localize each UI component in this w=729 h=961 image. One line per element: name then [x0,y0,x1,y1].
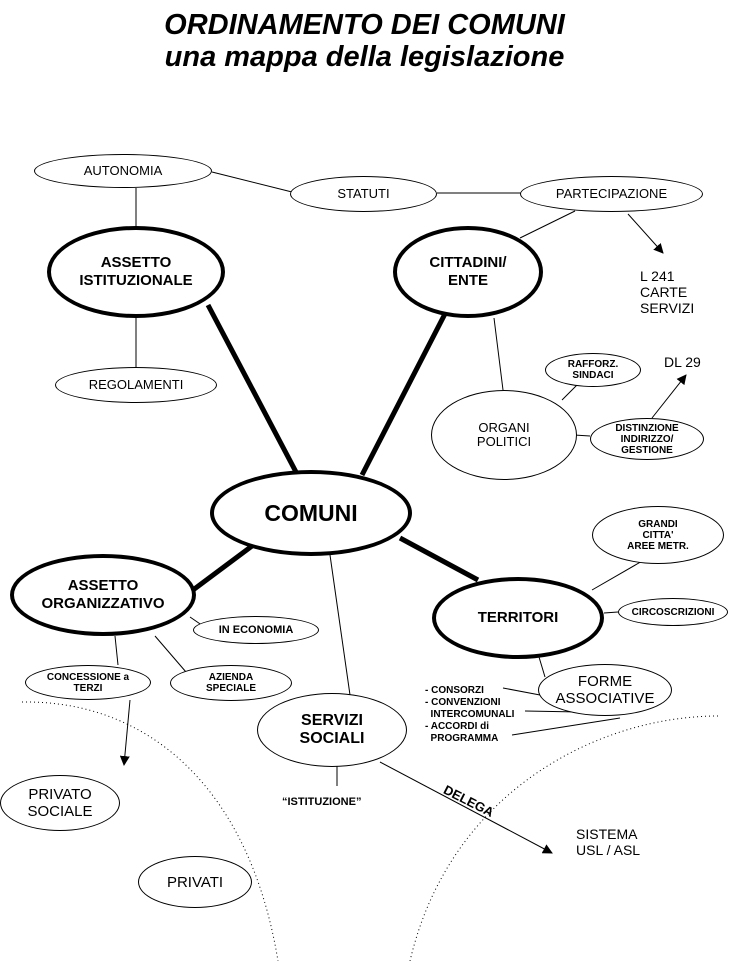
node-assetto-istituzionale: ASSETTO ISTITUZIONALE [47,226,225,318]
arrow-concessione-privato [119,699,131,766]
arrow-distinzione-dl29 [651,374,687,419]
label-istituzione: “ISTITUZIONE” [282,796,362,808]
line-autonomia-statuti [211,171,293,193]
node-territori: TERRITORI [432,577,604,659]
line-cittadini-organi [493,317,504,391]
node-privato-sociale: PRIVATO SOCIALE [0,775,120,831]
label-forme-list: - CONSORZI - CONVENZIONI INTERCOMUNALI -… [425,685,515,744]
line-organi-rafforz [561,383,579,401]
node-autonomia: AUTONOMIA [34,154,212,188]
label-dl29: DL 29 [664,354,701,370]
line-partecipazione-cittadini [519,210,576,239]
node-organi-politici: ORGANI POLITICI [431,390,577,480]
line-accordi-forme [511,717,621,736]
line-organizzativo-azienda [154,635,187,673]
node-partecipazione: PARTECIPAZIONE [520,176,703,212]
node-cittadini-ente: CITTADINI/ ENTE [393,226,543,318]
thick-line-assetto-comuni [205,303,299,474]
node-grandi-citta: GRANDI CITTA' AREE METR. [592,506,724,564]
title-line-1: ORDINAMENTO DEI COMUNI [164,9,565,41]
line-comuni-servizi [329,554,351,696]
node-circoscrizioni: CIRCOSCRIZIONI [618,598,728,626]
node-privati: PRIVATI [138,856,252,908]
thick-line-comuni-organizzativo [191,540,258,593]
node-in-economia: IN ECONOMIA [193,616,319,644]
node-regolamenti: REGOLAMENTI [55,367,217,403]
label-l241-carte-servizi: L 241 CARTE SERVIZI [640,268,695,316]
title-line-2: una mappa della legislazione [164,41,565,73]
node-servizi-sociali: SERVIZI SOCIALI [257,693,407,767]
node-forme-associative: FORME ASSOCIATIVE [538,664,672,716]
node-assetto-organizzativo: ASSETTO ORGANIZZATIVO [10,554,196,636]
node-comuni: COMUNI [210,470,412,556]
arrow-partecipazione-l241 [627,213,664,254]
line-organizzativo-concessione [114,635,119,666]
arrow-servizi-sistema [379,761,553,854]
thick-line-comuni-territori [398,535,480,583]
label-sistema-usl-asl: SISTEMA USL / ASL [576,826,641,858]
dotted-boundary-left [21,701,279,961]
line-territori-forme [538,656,546,678]
line-consorzi-forme [502,687,541,696]
dotted-boundary-right [409,715,719,961]
thick-line-cittadini-comuni [359,306,451,477]
line-territori-circoscrizioni [603,611,619,614]
node-azienda-speciale: AZIENDA SPECIALE [170,665,292,701]
node-statuti: STATUTI [290,176,437,212]
node-concessione-terzi: CONCESSIONE a TERZI [25,665,151,700]
node-distinzione: DISTINZIONE INDIRIZZO/ GESTIONE [590,418,704,460]
line-territori-grandi [591,559,645,591]
node-rafforz-sindaci: RAFFORZ. SINDACI [545,353,641,387]
